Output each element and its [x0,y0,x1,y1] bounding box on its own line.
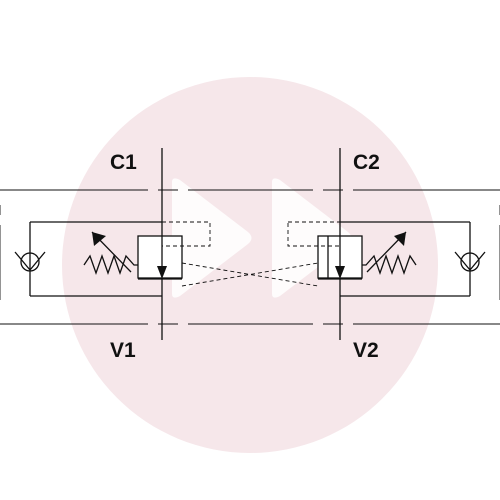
port-label-c2: C2 [353,151,380,174]
pilot-valve-icon [137,235,183,280]
port-label-v2: V2 [353,339,379,362]
right-circuit [340,221,471,297]
port-label-c1: C1 [110,151,137,174]
pilot-lines [161,221,341,287]
left-circuit [29,221,162,297]
check-valve-icon [14,251,46,272]
check-valve-icon [454,251,486,272]
adjustable-relief-spring-icon [83,231,138,275]
adjustable-relief-spring-icon [362,231,417,275]
block-outline [0,189,500,325]
port-label-v1: V1 [110,339,136,362]
watermark-logo-icon [62,77,438,453]
